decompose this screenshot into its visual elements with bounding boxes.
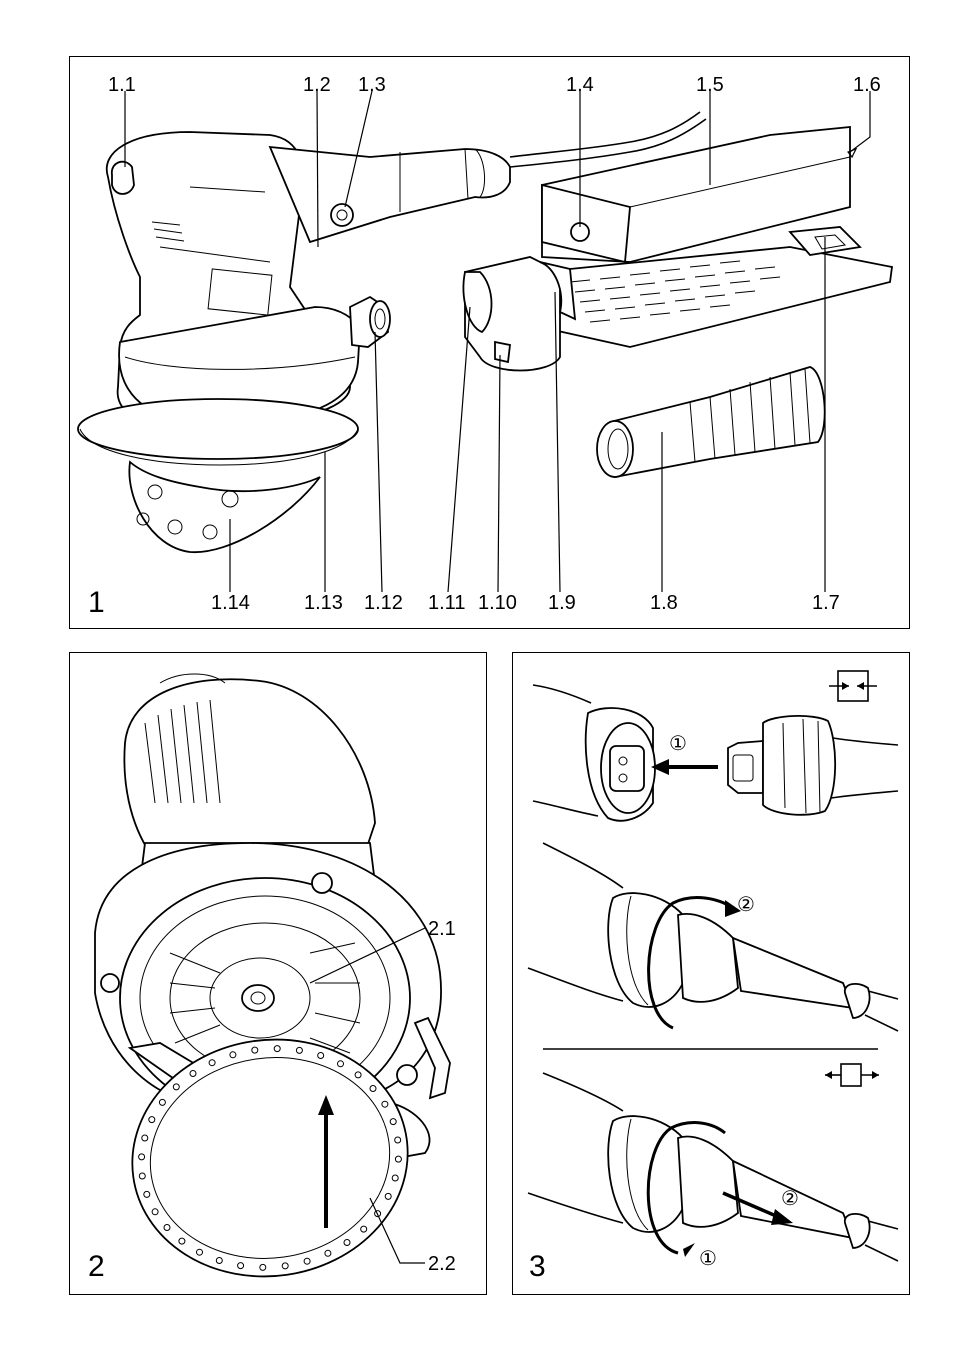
plug-connect-illustration (532, 684, 899, 822)
ring-hole (391, 1174, 399, 1182)
ring-hole (229, 1051, 237, 1059)
ring-hole (143, 1190, 151, 1198)
ring-hole (295, 1046, 303, 1054)
ring-hole (381, 1100, 389, 1108)
step-1-marker-c: ① (699, 1248, 717, 1270)
label-1-10: 1.10 (478, 592, 517, 614)
figure-number-1: 1 (88, 586, 105, 619)
ring-hole (360, 1225, 368, 1233)
figure-1-callouts (124, 90, 871, 593)
figure-1-drawing: 1.1 1.2 1.3 1.4 1.5 1.6 1.14 1.13 1.12 1… (77, 74, 894, 619)
ring-hole (273, 1045, 281, 1053)
step-2-marker-c: ② (781, 1188, 799, 1210)
ring-hole (196, 1248, 203, 1256)
ring-hole (369, 1085, 377, 1092)
label-1-12: 1.12 (364, 592, 403, 614)
hose-adapter-illustration (596, 366, 826, 479)
ring-hole (189, 1070, 197, 1077)
ring-hole (384, 1192, 392, 1200)
ring-hole (138, 1153, 146, 1161)
label-1-1: 1.1 (108, 74, 136, 96)
figure-2-panel: 2.1 2.2 2 (69, 652, 487, 1295)
ring-hole (148, 1116, 156, 1124)
label-1-11: 1.11 (428, 592, 465, 614)
label-1-9: 1.9 (548, 592, 576, 614)
label-1-5: 1.5 (696, 74, 724, 96)
ring-hole (337, 1060, 344, 1068)
label-1-8: 1.8 (650, 592, 678, 614)
twist-lock-illustration (527, 842, 899, 1032)
ring-hole (281, 1262, 289, 1270)
ring-hole (163, 1224, 171, 1231)
ring-hole (158, 1098, 166, 1106)
label-1-13: 1.13 (304, 592, 343, 614)
sander-illustration (77, 131, 511, 553)
ring-hole (389, 1118, 397, 1126)
label-2-1: 2.1 (428, 918, 456, 940)
ring-hole (394, 1136, 402, 1144)
ring-hole (317, 1052, 325, 1059)
ring-hole (178, 1237, 186, 1245)
label-1-2: 1.2 (303, 74, 331, 96)
label-2-2: 2.2 (428, 1253, 456, 1275)
label-1-6: 1.6 (853, 74, 881, 96)
twist-unlock-illustration (527, 1072, 899, 1262)
figure-3-drawing: ① ② (527, 670, 899, 1283)
ring-hole (251, 1046, 259, 1054)
ring-hole (343, 1239, 351, 1246)
label-1-3: 1.3 (358, 74, 386, 96)
ring-hole (215, 1257, 223, 1264)
ring-hole (138, 1172, 146, 1180)
ring-hole (237, 1262, 245, 1270)
ring-hole (141, 1134, 149, 1142)
label-1-4: 1.4 (566, 74, 594, 96)
disconnect-symbol-icon (825, 1063, 879, 1087)
ring-hole (259, 1263, 267, 1271)
label-1-14: 1.14 (211, 592, 250, 614)
ring-hole (151, 1208, 159, 1216)
ring-hole (374, 1210, 382, 1218)
ring-hole (324, 1249, 332, 1257)
figure-number-2: 2 (88, 1250, 105, 1283)
ring-hole (303, 1257, 311, 1265)
figure-1-panel: 1.1 1.2 1.3 1.4 1.5 1.6 1.14 1.13 1.12 1… (69, 56, 910, 629)
ring-hole (172, 1083, 180, 1091)
figure-number-3: 3 (529, 1250, 546, 1283)
dust-box-illustration (462, 126, 894, 372)
ring-hole (208, 1059, 216, 1067)
sander-underside-illustration (94, 673, 451, 1278)
figure-2-drawing: 2.1 2.2 2 (88, 673, 456, 1283)
label-1-7: 1.7 (812, 592, 840, 614)
ring-hole (394, 1155, 402, 1163)
figure-3-panel: ① ② (512, 652, 910, 1295)
connect-symbol-icon (829, 670, 877, 702)
ring-hole (354, 1071, 362, 1079)
step-1-marker-a: ① (669, 733, 687, 755)
step-2-marker-b: ② (737, 894, 755, 916)
